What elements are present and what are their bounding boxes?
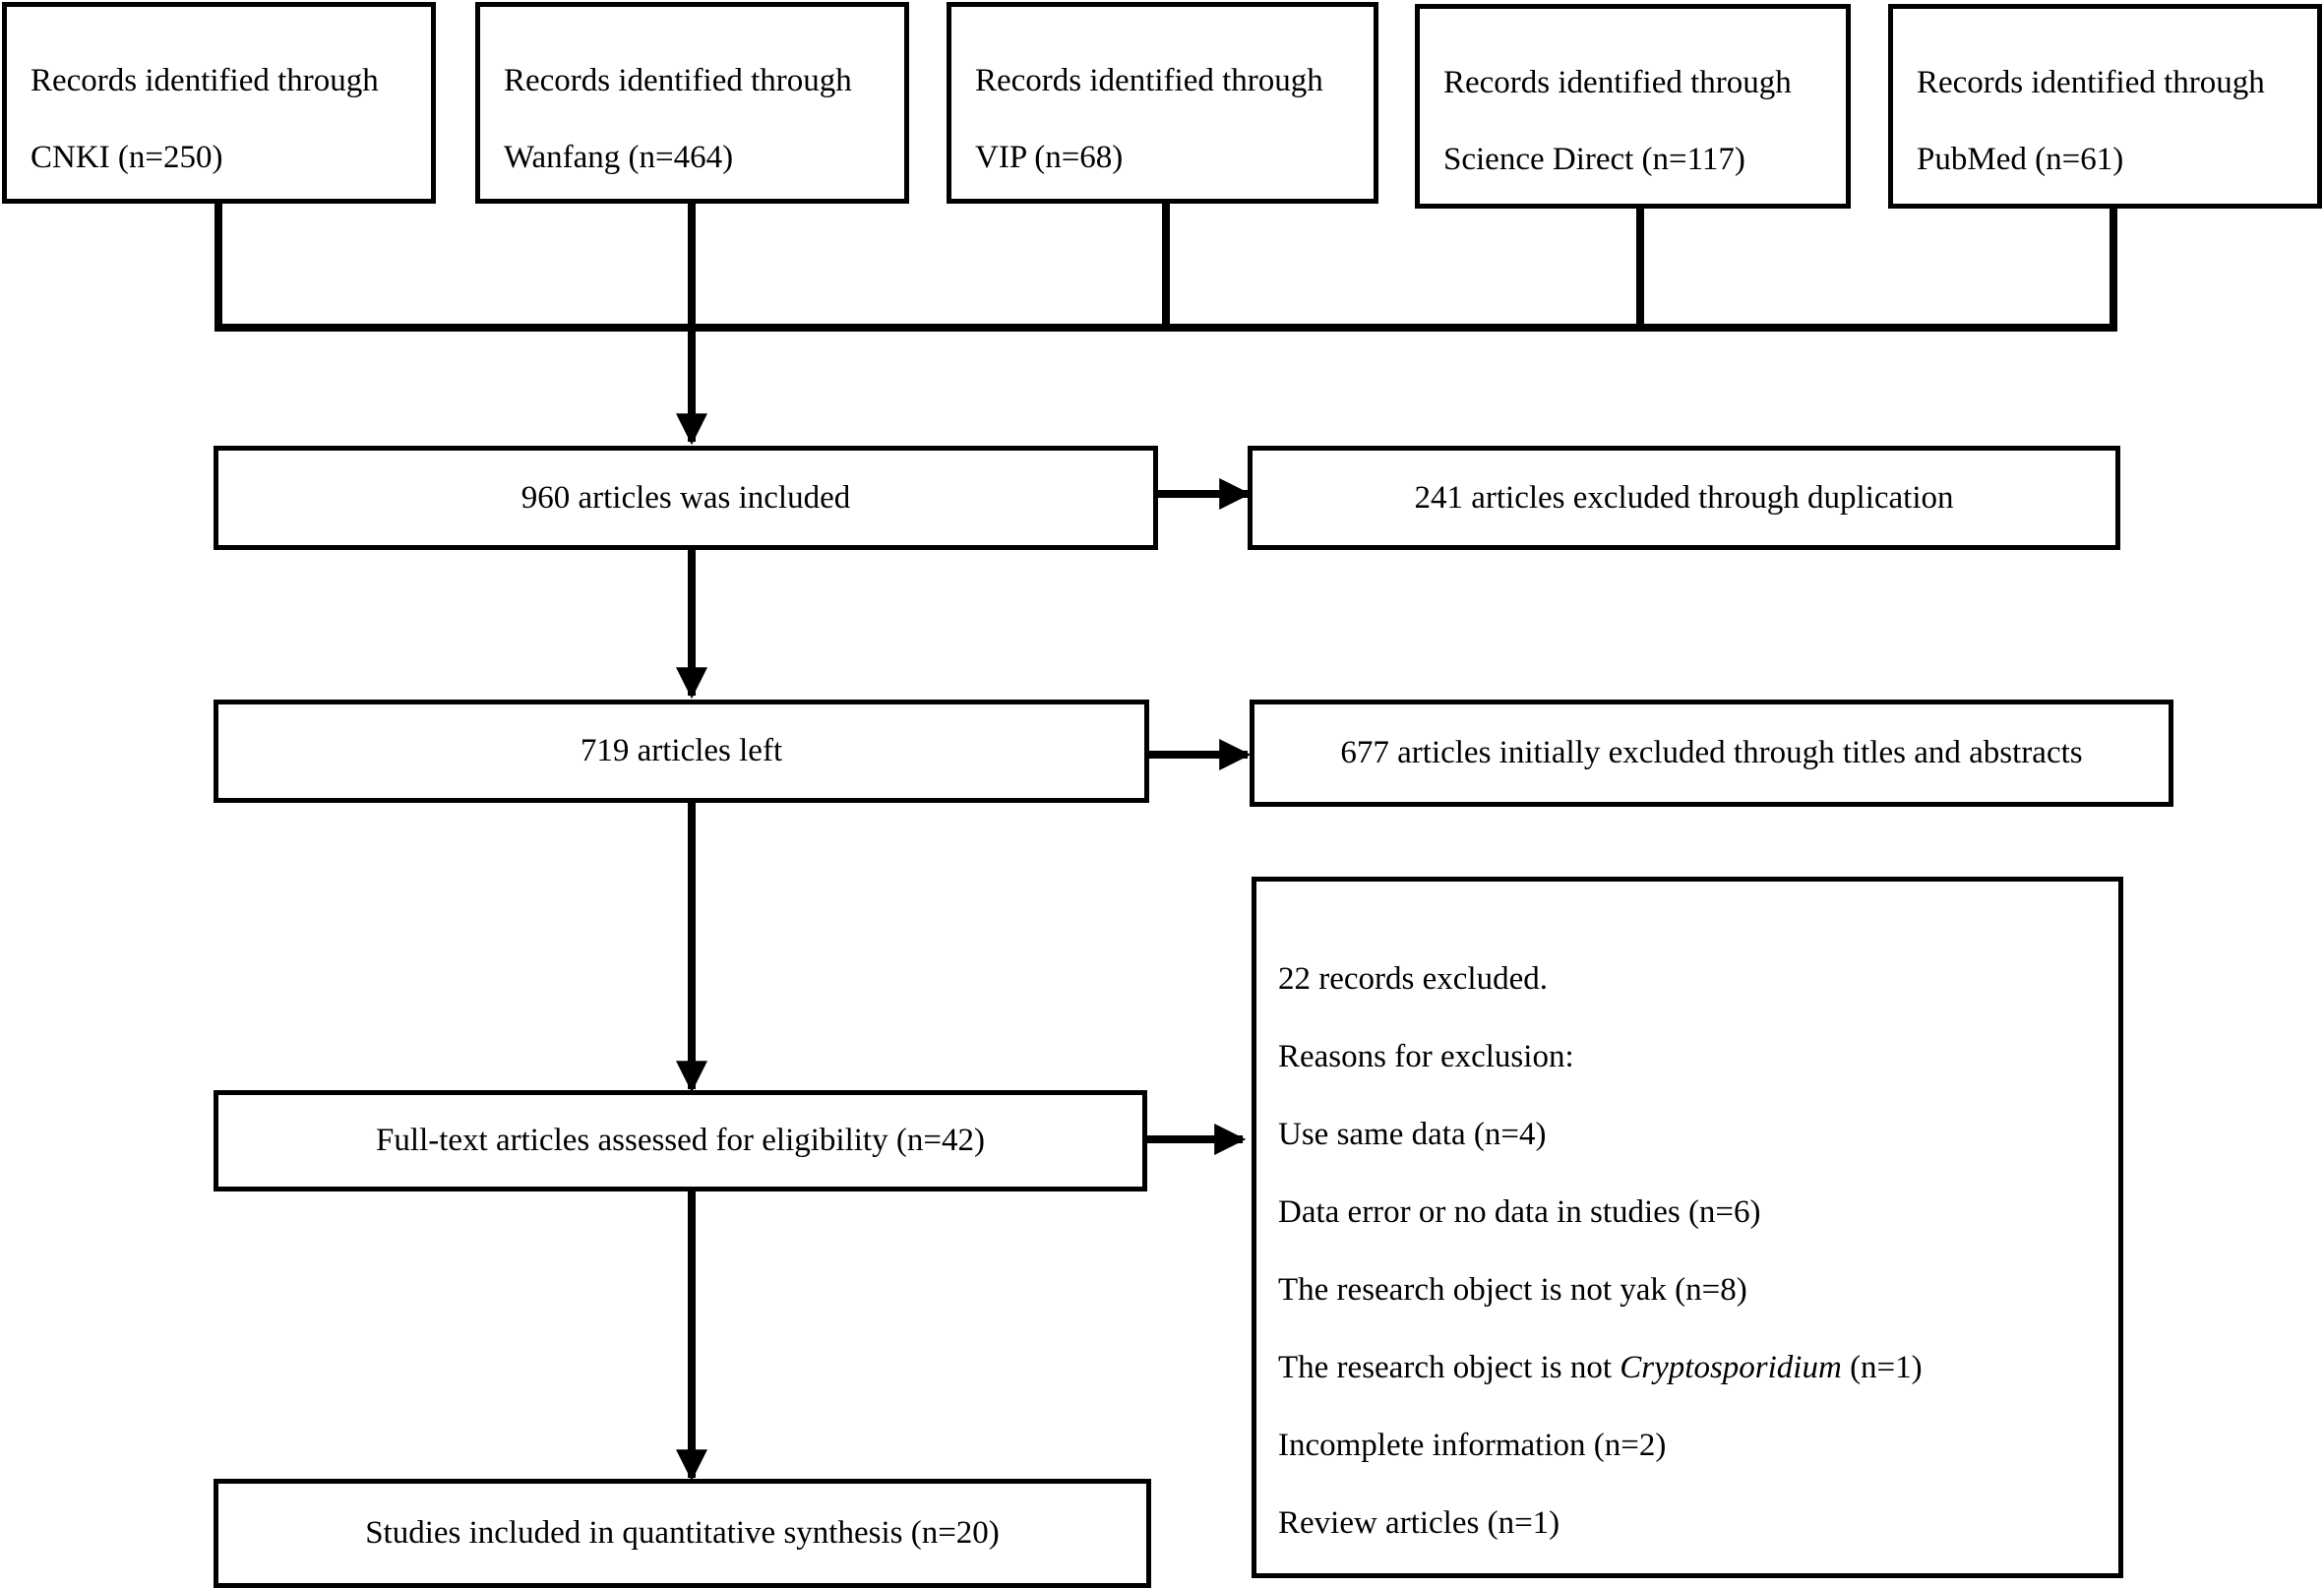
reasons-label: Reasons for exclusion: [1278,1039,1574,1074]
source-label: Records identified through [504,63,852,98]
included-box: 960 articles was included [214,446,1158,550]
reason-item: Review articles (n=1) [1278,1505,1560,1541]
source-count: PubMed (n=61) [1917,142,2124,177]
articles-left-label: 719 articles left [580,733,783,768]
exclusion-header: 22 records excluded. [1278,961,1548,997]
reason-item-cryptosporidium: The research object is not Cryptosporidi… [1278,1329,2118,1407]
source-count: CNKI (n=250) [31,140,223,175]
source-box-cnki: Records identified through CNKI (n=250) [2,2,436,204]
exclusion-reasons-box: 22 records excluded. Reasons for exclusi… [1252,877,2123,1578]
reason-count: (n=1) [1841,1350,1923,1385]
source-count: VIP (n=68) [975,140,1124,175]
source-count: Science Direct (n=117) [1443,142,1745,177]
duplication-excluded-box: 241 articles excluded through duplicatio… [1248,446,2120,550]
source-box-wanfang: Records identified through Wanfang (n=46… [475,2,909,204]
fulltext-box: Full-text articles assessed for eligibil… [214,1090,1147,1191]
source-label: Records identified through [31,63,379,98]
final-studies-box: Studies included in quantitative synthes… [214,1479,1151,1588]
articles-left-box: 719 articles left [214,700,1149,803]
titles-excluded-box: 677 articles initially excluded through … [1250,700,2173,807]
cryptosporidium-name: Cryptosporidium [1620,1350,1842,1385]
titles-excluded-label: 677 articles initially excluded through … [1340,735,2083,770]
reason-item: Use same data (n=4) [1278,1117,1547,1152]
source-box-vip: Records identified through VIP (n=68) [947,2,1378,204]
source-count: Wanfang (n=464) [504,140,734,175]
reason-text: The research object is not [1278,1350,1621,1385]
reason-item: Incomplete information (n=2) [1278,1428,1667,1463]
source-box-science-direct: Records identified through Science Direc… [1415,4,1851,209]
duplication-excluded-label: 241 articles excluded through duplicatio… [1414,479,1954,516]
fulltext-label: Full-text articles assessed for eligibil… [376,1123,985,1158]
source-label: Records identified through [975,63,1323,98]
source-label: Records identified through [1443,65,1792,100]
included-label: 960 articles was included [520,479,851,516]
reason-item: Data error or no data in studies (n=6) [1278,1194,1761,1230]
source-box-pubmed: Records identified through PubMed (n=61) [1888,4,2322,209]
source-label: Records identified through [1917,65,2265,100]
reason-item: The research object is not yak (n=8) [1278,1272,1747,1308]
final-studies-label: Studies included in quantitative synthes… [365,1515,1000,1551]
